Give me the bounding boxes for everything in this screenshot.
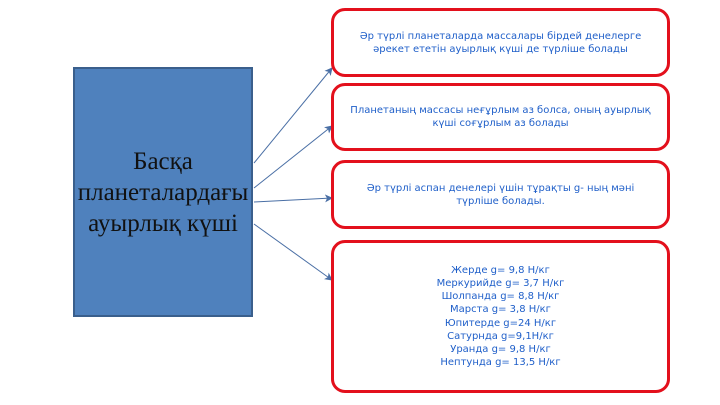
main-topic-title: Басқа планеталардағы ауырлық күші	[77, 147, 249, 237]
g-values-list: Жерде g= 9,8 Н/кг Меркурийде g= 3,7 Н/кг…	[423, 264, 579, 370]
arrow-3	[253, 194, 333, 203]
info-box-g-values: Жерде g= 9,8 Н/кг Меркурийде g= 3,7 Н/кг…	[331, 240, 670, 393]
info-box-planet-mass: Планетаның массасы неғұрлым аз болса, он…	[331, 83, 670, 151]
g-value-neptune: Нептунда g= 13,5 Н/кг	[440, 357, 561, 369]
g-value-earth: Жерде g= 9,8 Н/кг	[451, 264, 550, 276]
g-value-mars: Марста g= 3,8 Н/кг	[450, 304, 551, 316]
g-value-saturn: Сатурнда g=9,1Н/кг	[447, 330, 554, 342]
info-box-mass-same: Әр түрлі планеталарда массалары бірдей д…	[331, 8, 670, 77]
info-box-g-varies: Әр түрлі аспан денелері үшін тұрақты g- …	[331, 160, 670, 229]
g-value-mercury: Меркурийде g= 3,7 Н/кг	[436, 277, 565, 289]
info-text: Планетаның массасы неғұрлым аз болса, он…	[350, 105, 651, 129]
arrow-4	[253, 223, 333, 281]
arrow-2	[253, 125, 333, 189]
info-text: Әр түрлі планеталарда массалары бірдей д…	[359, 30, 642, 55]
g-value-uranus: Уранда g= 9,8 Н/кг	[450, 343, 551, 355]
arrow-1	[253, 67, 333, 164]
info-text: Әр түрлі аспан денелері үшін тұрақты g- …	[366, 182, 635, 207]
main-topic-box: Басқа планеталардағы ауырлық күші	[73, 67, 253, 317]
g-value-venus: Шолпанда g= 8,8 Н/кг	[441, 291, 560, 303]
g-value-jupiter: Юпитерде g=24 Н/кг	[444, 317, 557, 329]
